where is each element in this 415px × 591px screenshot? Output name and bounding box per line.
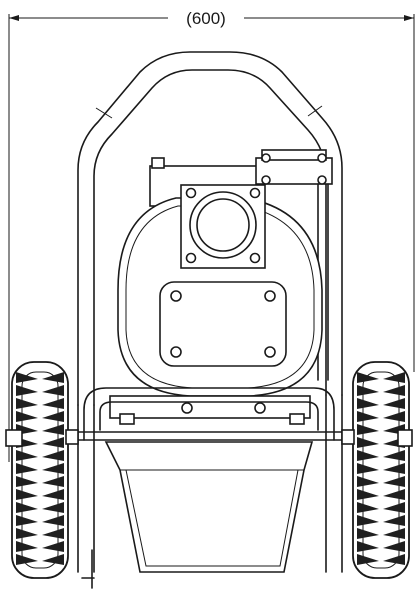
tire-tread-lug [16,372,64,383]
base-mount [109,395,311,425]
tire-tread-lug [357,424,405,435]
tire-tread-lug [357,398,405,409]
tire-tread-lug [357,411,405,422]
tire-tread-lug [357,515,405,526]
tire-tread-lug [357,463,405,474]
tire-tread-lug [16,554,64,565]
tire-tread-lug [357,528,405,539]
right-wheel [341,361,413,579]
tire-tread-lug [357,476,405,487]
tire-tread-lug [16,411,64,422]
dimension-arrow-right [404,15,414,21]
handle-frame [77,51,343,406]
tire-tread-lug [357,372,405,383]
tire-tread-lug [16,385,64,396]
lower-handle-bar [83,387,335,441]
tire-tread-lug [16,515,64,526]
tire-tread-lug [16,502,64,513]
tire-tread-lug [16,398,64,409]
tire-tread-lug [16,476,64,487]
tire-tread-lug [357,385,405,396]
width-dimension: (600) [8,9,415,462]
tire-tread-lug [16,424,64,435]
tire-tread-lug [357,489,405,500]
left-wheel [5,361,79,579]
tire-tread-lug [357,554,405,565]
frame-legs [77,394,343,589]
tire-tread-lug [16,450,64,461]
tire-tread-lug [357,502,405,513]
tire-tread-lug [16,437,64,448]
tire-tread-lug [357,450,405,461]
tire-tread-lug [16,463,64,474]
tire-tread-lug [16,528,64,539]
tire-tread-lug [16,489,64,500]
hopper [104,441,314,573]
tire-tread-lug [357,437,405,448]
dimension-arrow-left [9,15,19,21]
axle [21,431,393,441]
dimension-width-label: (600) [186,9,226,28]
tire-tread-lug [16,541,64,552]
outlet-flange [180,184,266,269]
tire-tread-lug [357,541,405,552]
front-cover-plate [159,281,287,367]
